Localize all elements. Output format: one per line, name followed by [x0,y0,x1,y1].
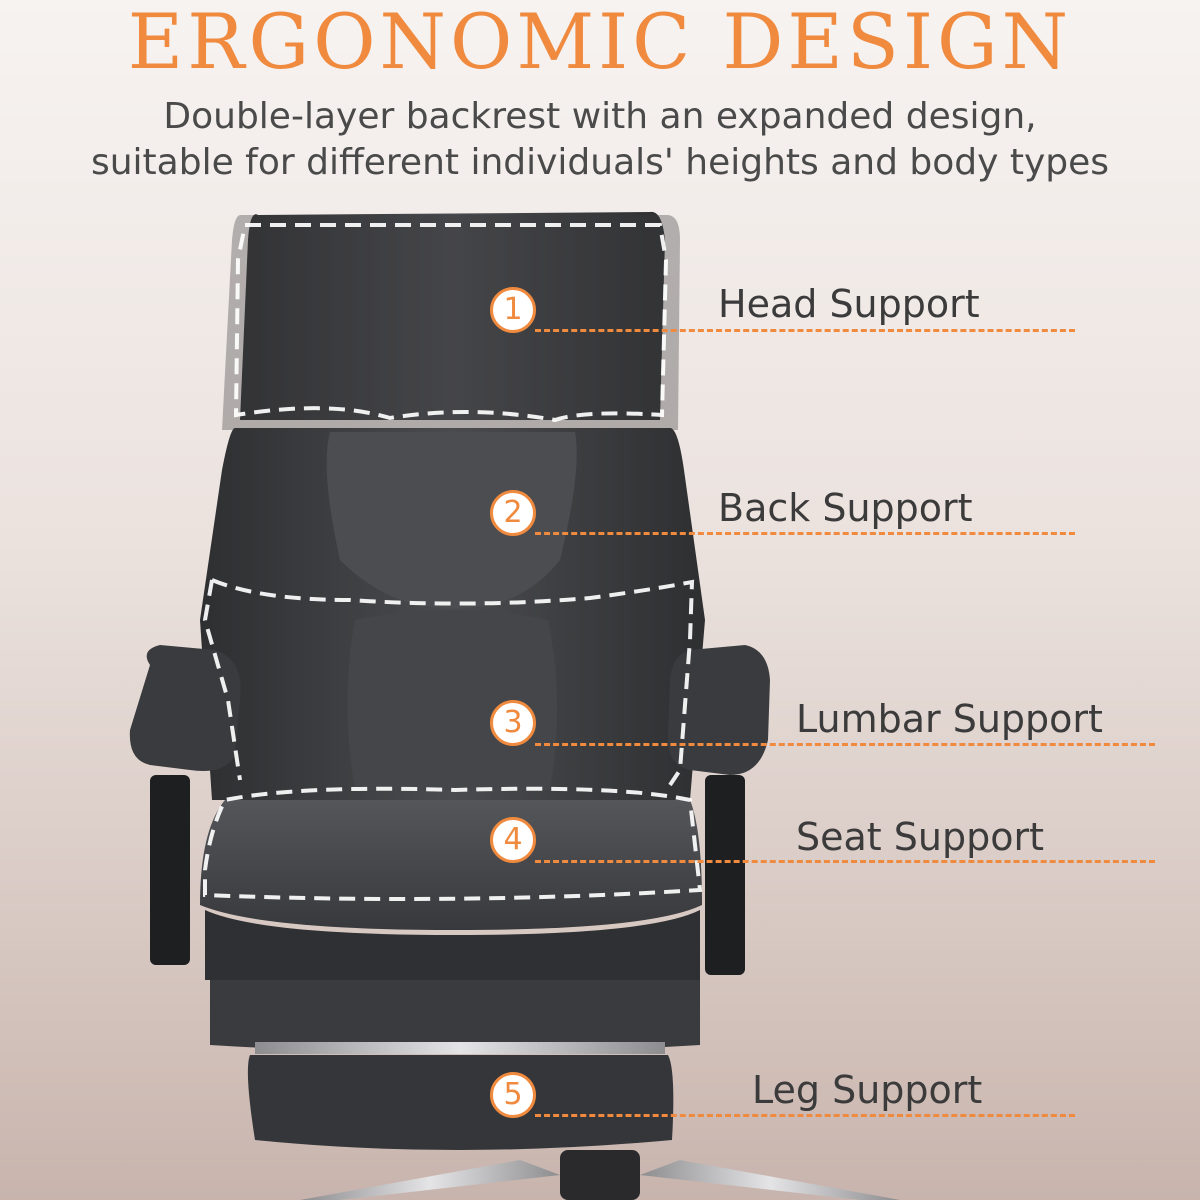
seat-cushion [200,800,702,930]
subtitle-line-2: suitable for different individuals' heig… [90,142,1110,183]
label-leg-support: Leg Support [752,1068,983,1112]
leader-line-4 [535,860,1155,863]
leader-line-5 [535,1114,1075,1117]
page-title: ERGONOMIC DESIGN [127,0,1073,86]
label-lumbar-support: Lumbar Support [796,697,1103,741]
callout-number-5: 5 [490,1072,536,1118]
subtitle: Double-layer backrest with an expanded d… [0,94,1200,186]
callout-number-1: 1 [490,287,536,333]
leader-line-3 [535,743,1155,746]
chair-base [300,1150,900,1200]
left-armrest [129,645,241,965]
right-armrest [667,645,770,975]
head-cushion [240,211,665,420]
label-back-support: Back Support [718,486,973,530]
label-seat-support: Seat Support [796,815,1044,859]
callout-number-3: 3 [490,700,536,746]
subtitle-line-1: Double-layer backrest with an expanded d… [163,96,1037,137]
leader-line-2 [535,532,1075,535]
callout-number-4: 4 [490,817,536,863]
leader-line-1 [535,329,1075,332]
label-head-support: Head Support [718,282,980,326]
callout-number-2: 2 [490,490,536,536]
leg-rest [247,1055,674,1150]
